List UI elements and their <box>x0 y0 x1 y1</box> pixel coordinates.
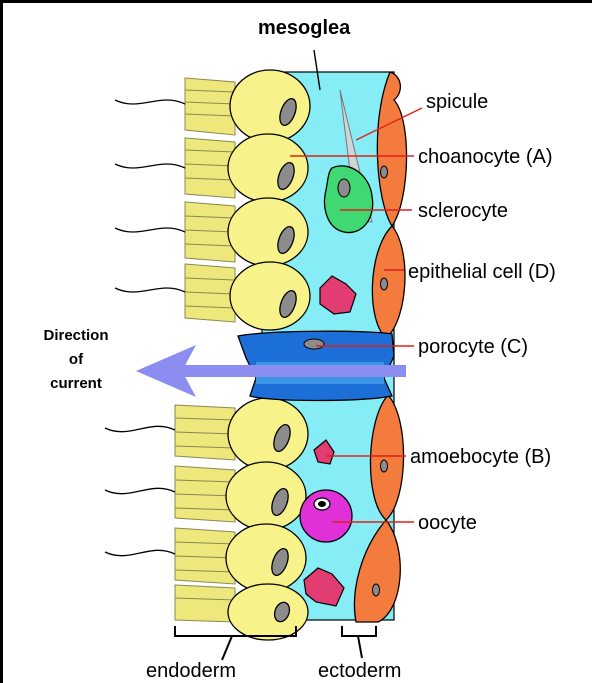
ectoderm-label: ectoderm <box>318 660 401 682</box>
spicule-label: spicule <box>426 91 488 113</box>
sclerocyte-nucleus <box>338 179 350 197</box>
sclerocyte-label: sclerocyte <box>418 200 508 222</box>
flagella <box>105 100 185 556</box>
endoderm-label: endoderm <box>146 660 236 682</box>
current-label-line1: Direction <box>43 327 108 344</box>
oocyte-nucleolus <box>318 501 326 507</box>
porocyte-label: porocyte (C) <box>418 336 528 358</box>
current-label-line2: of <box>69 351 84 368</box>
collar-fringes-upper <box>185 78 235 322</box>
choanocyte-label: choanocyte (A) <box>418 146 553 168</box>
oocyte-label: oocyte <box>418 512 477 534</box>
choanocytes-lower <box>226 398 308 640</box>
oocyte-cell <box>300 490 352 542</box>
collar-fringes-lower <box>175 405 235 622</box>
mesoglea-label: mesoglea <box>258 17 351 39</box>
epithelial-cell-label: epithelial cell (D) <box>408 261 556 283</box>
current-label-line3: current <box>50 375 102 392</box>
amoebocyte-label: amoebocyte (B) <box>410 446 551 468</box>
porocyte-nucleus <box>304 339 324 349</box>
